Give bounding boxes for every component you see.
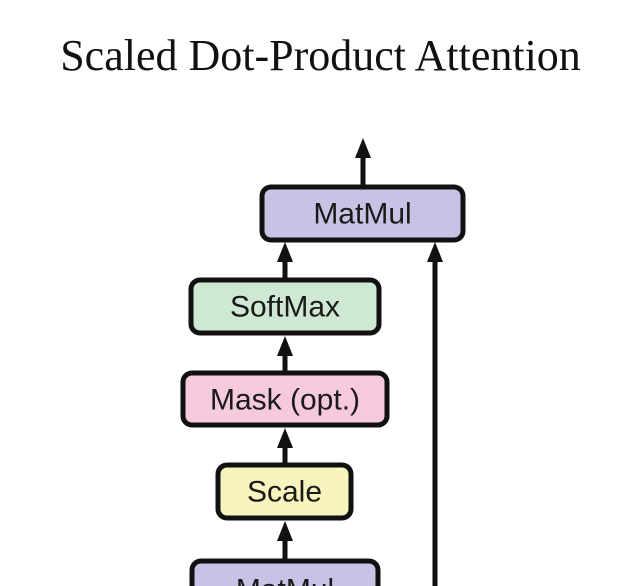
matmul-top-label: MatMul: [313, 198, 411, 231]
value-input-arrow: [427, 242, 443, 586]
matmul-to-scale-arrow: [277, 521, 293, 560]
mask-block: Mask (opt.): [180, 370, 390, 428]
diagram-title: Scaled Dot-Product Attention: [60, 31, 581, 80]
matmul-bottom-label: MatMul: [236, 574, 334, 586]
scale-to-mask-arrow: [277, 428, 293, 464]
softmax-block: SoftMax: [188, 277, 382, 336]
softmax-label: SoftMax: [230, 291, 340, 324]
mask-to-softmax-arrow: [277, 336, 293, 372]
softmax-to-matmul-arrow: [277, 242, 293, 279]
matmul-top-block: MatMul: [259, 184, 466, 243]
scale-label: Scale: [247, 476, 322, 509]
matmul-bottom-block: MatMul: [189, 558, 381, 586]
output-arrow: [355, 138, 371, 186]
scale-block: Scale: [215, 462, 354, 521]
mask-label: Mask (opt.): [210, 384, 360, 417]
